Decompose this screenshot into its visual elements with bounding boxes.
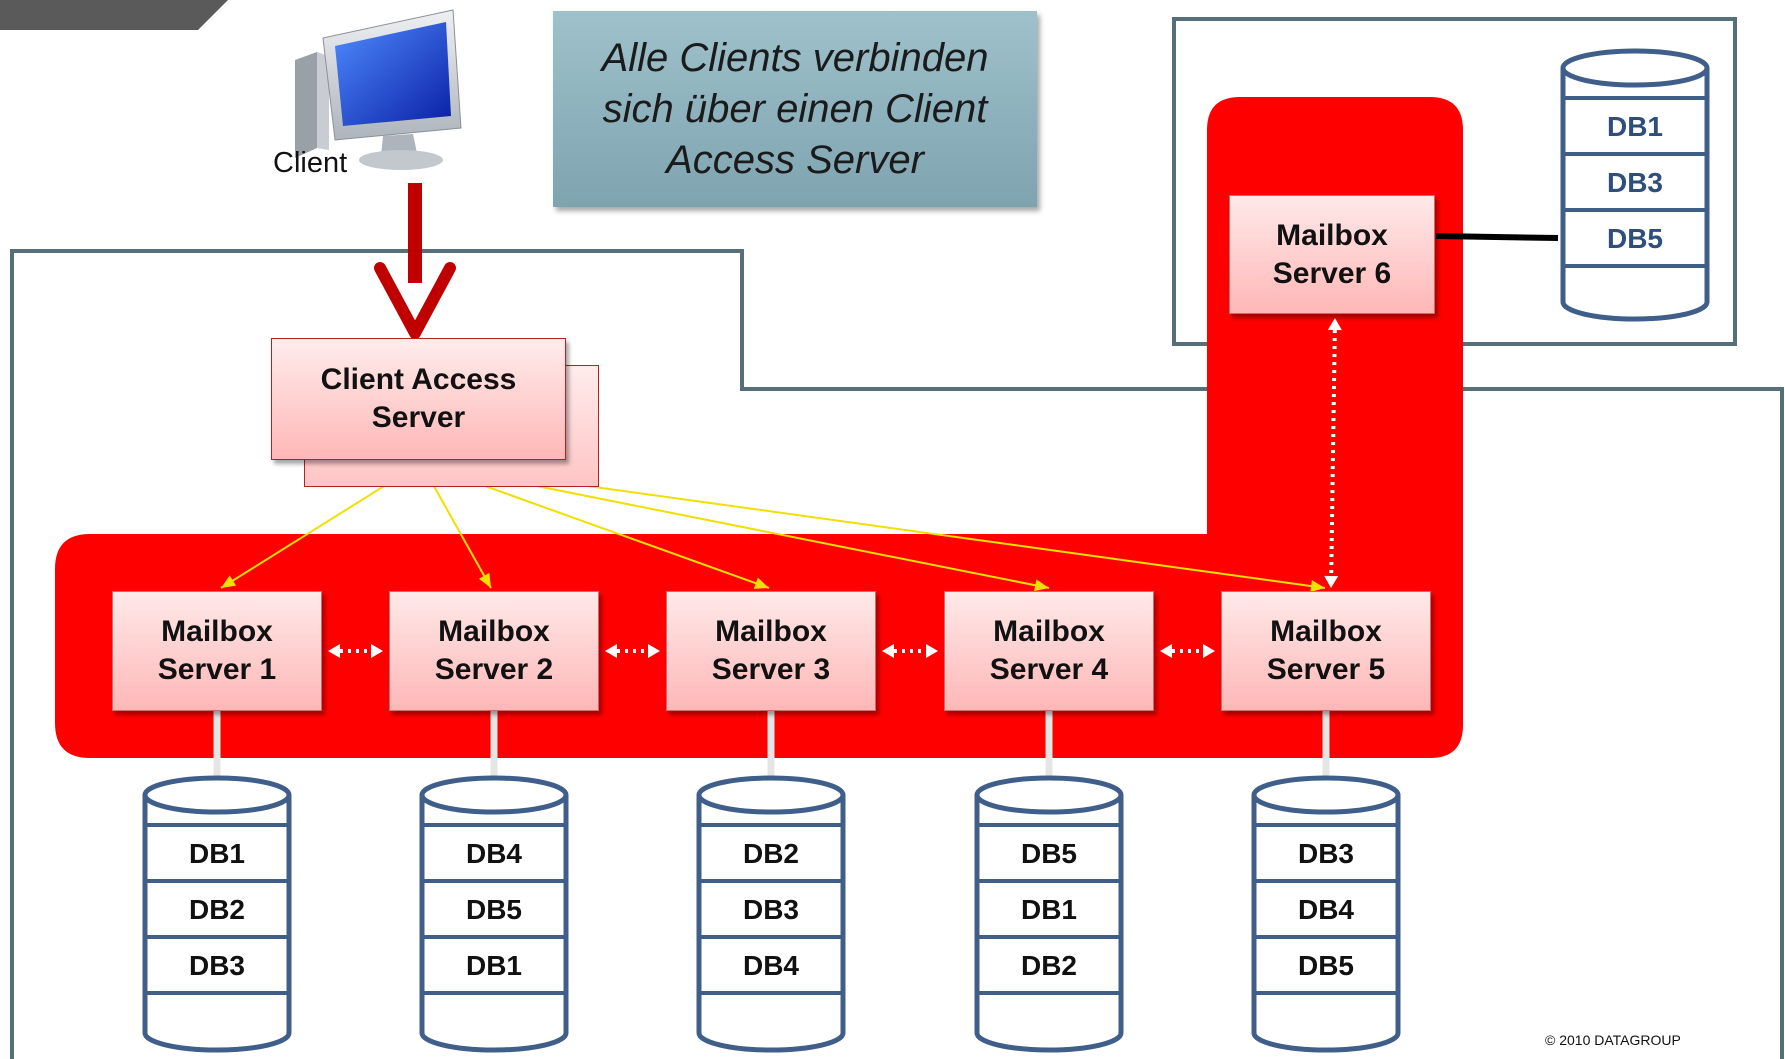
- db-cylinder-4-label-1: DB5: [1021, 838, 1077, 869]
- mailbox-server-5[interactable]: Mailbox Server 5: [1221, 591, 1431, 711]
- replication-link-5-6: [1324, 318, 1342, 588]
- db-cylinder-remote-top: [1560, 48, 1710, 88]
- db-cylinder-4-body: [974, 795, 1124, 1053]
- db-cylinder-5-body: [1251, 795, 1401, 1053]
- corner-tab: [0, 0, 228, 30]
- db-cylinder-1-top: [142, 775, 292, 815]
- db-cylinder-1-label-2: DB2: [189, 894, 245, 925]
- db-cylinder-1-body: [142, 795, 292, 1053]
- db-cylinder-3-label-1: DB2: [743, 838, 799, 869]
- db-cylinder-remote-label-2: DB3: [1607, 167, 1663, 198]
- client-label: Client: [273, 147, 348, 179]
- replication-link-4-5: [1160, 644, 1215, 658]
- replication-link-2-3-head: [648, 644, 660, 658]
- mailbox-server-3[interactable]: Mailbox Server 3: [666, 591, 876, 711]
- db-cylinder-3-label-2: DB3: [743, 894, 799, 925]
- copyright: © 2010 DATAGROUP: [1545, 1032, 1681, 1048]
- db-cylinder-remote-label-1: DB1: [1607, 111, 1663, 142]
- db-cylinder-remote-label-3: DB5: [1607, 223, 1663, 254]
- db-cylinder-4-label-3: DB2: [1021, 950, 1077, 981]
- db-cylinder-4-label-2: DB1: [1021, 894, 1077, 925]
- db-cylinder-5-label-1: DB3: [1298, 838, 1354, 869]
- cas-link-head: [753, 577, 769, 589]
- replication-link-5-6-head: [1327, 318, 1342, 331]
- db-cylinder-5-label-2: DB4: [1298, 894, 1354, 925]
- replication-link-1-2: [328, 644, 383, 658]
- db-cylinder-5-top: [1251, 775, 1401, 815]
- client-computer-icon: [295, 9, 462, 170]
- db-cylinder-1-label-3: DB3: [189, 950, 245, 981]
- client-arrow-head: [374, 262, 456, 339]
- replication-link-5-6-head: [1324, 575, 1339, 588]
- replication-link-5-6-line: [1329, 329, 1337, 577]
- cas-link-head: [1310, 580, 1325, 593]
- replication-link-1-2-head: [328, 644, 340, 658]
- cas-link-head: [221, 575, 237, 588]
- primary-site-border: [10, 249, 1784, 1059]
- replication-link-2-3-head: [605, 644, 617, 658]
- replication-link-4-5-head: [1203, 644, 1215, 658]
- db-cylinder-2-label-1: DB4: [466, 838, 522, 869]
- db-cylinder-3-label-3: DB4: [743, 950, 799, 981]
- server6-db-connector: [1435, 233, 1559, 241]
- db-cylinder-2-top: [419, 775, 569, 815]
- client-access-server[interactable]: Client Access Server: [271, 338, 566, 460]
- replication-link-3-4: [882, 644, 938, 658]
- db-cylinder-3-body: [696, 795, 846, 1053]
- replication-link-3-4-head: [926, 644, 938, 658]
- replication-links: [328, 318, 1342, 658]
- replication-link-1-2-head: [371, 644, 383, 658]
- mailbox-server-4[interactable]: Mailbox Server 4: [944, 591, 1154, 711]
- db-cylinder-2-body: [419, 795, 569, 1053]
- db-cylinder-2-label-3: DB1: [466, 950, 522, 981]
- replication-link-4-5-head: [1160, 644, 1172, 658]
- info-callout: Alle Clients verbinden sich über einen C…: [553, 11, 1037, 207]
- cas-link-head: [478, 572, 491, 588]
- db-cylinder-3-top: [696, 775, 846, 815]
- mailbox-server-1[interactable]: Mailbox Server 1: [112, 591, 322, 711]
- db-cylinder-4-top: [974, 775, 1124, 815]
- replication-link-3-4-head: [882, 644, 894, 658]
- cas-link-head: [1034, 579, 1049, 592]
- replication-link-2-3: [605, 644, 660, 658]
- mailbox-server-6[interactable]: Mailbox Server 6: [1229, 195, 1435, 314]
- database-cylinders: DB1DB2DB3DB4DB5DB1DB2DB3DB4DB5DB1DB2DB3D…: [142, 48, 1710, 1053]
- client-arrow-shaft: [408, 183, 422, 283]
- db-cylinder-5-label-3: DB5: [1298, 950, 1354, 981]
- db-cylinder-remote-body: [1560, 68, 1710, 322]
- db-cylinder-2-label-2: DB5: [466, 894, 522, 925]
- db-cylinder-1-label-1: DB1: [189, 838, 245, 869]
- mailbox-server-2[interactable]: Mailbox Server 2: [389, 591, 599, 711]
